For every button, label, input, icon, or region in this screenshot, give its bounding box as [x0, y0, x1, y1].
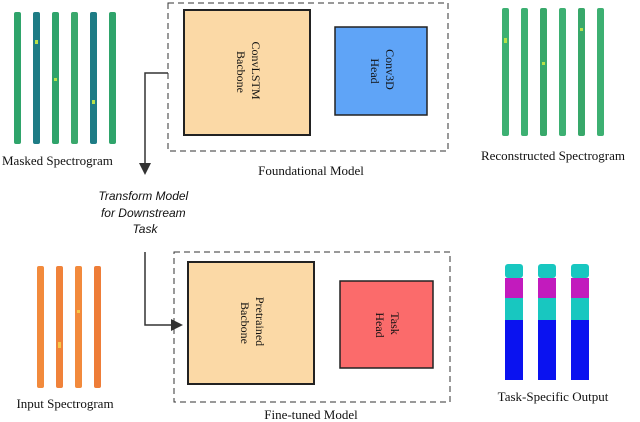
- conv3d-head-label: Conv3D Head: [368, 49, 397, 93]
- finetuned-model-container: [173, 251, 451, 403]
- input-strip: [37, 266, 44, 388]
- masked-strip: [71, 12, 78, 144]
- masked-spectrogram-label: Masked Spectrogram: [2, 153, 113, 168]
- masked-strip: [14, 12, 21, 144]
- reconstructed-strip: [502, 8, 509, 136]
- reconstructed-strip: [521, 8, 528, 136]
- task-head-box: [339, 280, 434, 369]
- masked-strip: [90, 12, 97, 144]
- foundational-model-container: [167, 2, 449, 152]
- transform-arrow-top: [139, 72, 168, 175]
- reconstructed-strip: [540, 8, 547, 136]
- reconstructed-strip: [559, 8, 566, 136]
- transform-text: Transform Model for Downstream Task: [98, 189, 191, 236]
- masked-strip: [109, 12, 116, 144]
- input-strip: [75, 266, 82, 388]
- transform-arrow-bottom: [144, 252, 183, 331]
- input-spectrogram: [37, 266, 101, 388]
- reconstructed-spectrogram-label: Reconstructed Spectrogram: [481, 148, 625, 163]
- convlstm-backbone-label: ConvLSTM Bacbone: [234, 41, 263, 102]
- task-specific-output-label: Task-Specific Output: [498, 389, 609, 404]
- task-head-label: Task Head: [373, 312, 402, 338]
- masked-strip: [33, 12, 40, 144]
- input-spectrogram-label: Input Spectrogram: [16, 396, 113, 411]
- task-specific-output: [505, 264, 589, 380]
- finetuned-model-title: Fine-tuned Model: [264, 407, 358, 422]
- masked-spectrogram: [14, 12, 116, 144]
- reconstructed-strip: [597, 8, 604, 136]
- reconstructed-spectrogram: [502, 8, 604, 136]
- pretrained-backbone-label: Pretrained Bacbone: [238, 297, 267, 349]
- output-column: [505, 264, 523, 380]
- foundational-model-title: Foundational Model: [258, 163, 364, 178]
- output-column: [571, 264, 589, 380]
- input-strip: [56, 266, 63, 388]
- conv3d-head-box: [334, 26, 428, 116]
- pretrained-backbone-box: [187, 261, 315, 385]
- input-strip: [94, 266, 101, 388]
- output-column: [538, 264, 556, 380]
- convlstm-backbone-box: [183, 9, 311, 136]
- reconstructed-strip: [578, 8, 585, 136]
